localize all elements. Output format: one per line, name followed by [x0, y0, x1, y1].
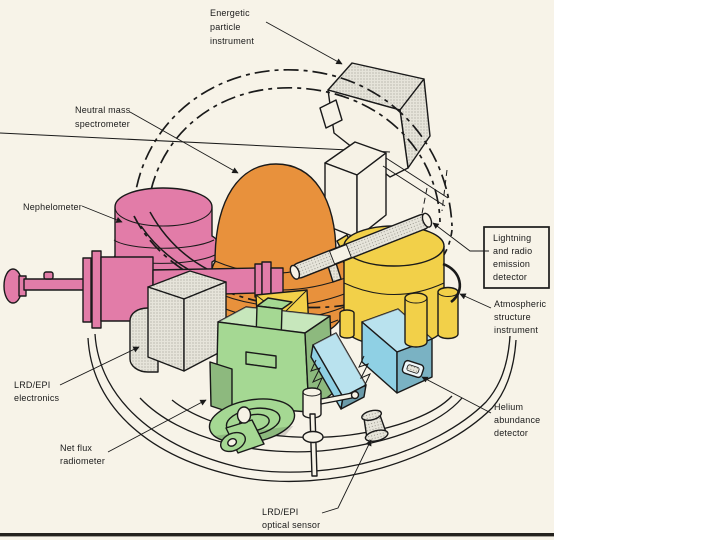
label-lrd-electronics-line2: electronics: [14, 393, 60, 403]
label-energetic-particle-line1: Energetic: [210, 8, 250, 18]
label-net-flux-line1: Net flux: [60, 443, 92, 453]
lrd-epi-optical-sensor-instrument: [361, 409, 389, 442]
energetic-particle-instrument: [0, 62, 431, 178]
label-net-flux-line2: radiometer: [60, 456, 105, 466]
label-helium-line3: detector: [494, 428, 528, 438]
leader-lrd-epi-optical-sensor: [321, 439, 372, 514]
label-helium-line1: Helium: [494, 402, 523, 412]
lightning-label-box: [483, 226, 550, 289]
label-energetic-particle-line3: instrument: [210, 36, 254, 46]
leader-helium-abundance: [421, 376, 492, 414]
leader-energetic-particle: [265, 21, 343, 65]
leader-lines: [59, 21, 492, 514]
leader-atmospheric-structure: [459, 293, 492, 309]
lrd-epi-electronics-instrument: [129, 270, 227, 373]
leader-lightning-detector: [432, 222, 489, 252]
label-lightning-line2: and radio: [493, 246, 532, 256]
mounting-hardware: [302, 387, 360, 477]
leader-lrd-epi-electronics: [59, 346, 140, 386]
label-lrd-optical-line1: LRD/EPI: [262, 507, 298, 517]
label-energetic-particle-line2: particle: [210, 22, 241, 32]
label-atmospheric-line1: Atmospheric: [494, 299, 547, 309]
label-lrd-optical-line2: optical sensor: [262, 520, 320, 530]
label-nephelometer: Nephelometer: [23, 202, 82, 212]
label-lightning-line4: detector: [493, 272, 527, 282]
label-lightning-line1: Lightning: [493, 233, 531, 243]
labels: Energetic particle instrument Neutral ma…: [14, 8, 550, 530]
leader-net-flux-radiometer: [107, 399, 207, 453]
asi-front-cylinder: [404, 292, 428, 348]
pressure-vessel-ring-back: [132, 69, 453, 227]
leader-neutral-mass-spectrometer: [129, 111, 239, 174]
page-edge-strip: [0, 533, 554, 537]
small-yellow-cylinder: [339, 309, 355, 339]
label-neutral-mass-line1: Neutral mass: [75, 105, 131, 115]
leader-nephelometer: [81, 205, 123, 223]
label-lrd-electronics-line1: LRD/EPI: [14, 380, 50, 390]
label-neutral-mass-line2: spectrometer: [75, 119, 130, 129]
nephelometer-boom-assembly: [3, 250, 284, 329]
lightning-detector-antenna-tube: [289, 212, 433, 283]
label-atmospheric-line3: instrument: [494, 325, 538, 335]
label-helium-line2: abundance: [494, 415, 540, 425]
label-atmospheric-line2: structure: [494, 312, 531, 322]
label-lightning-line3: emission: [493, 259, 530, 269]
